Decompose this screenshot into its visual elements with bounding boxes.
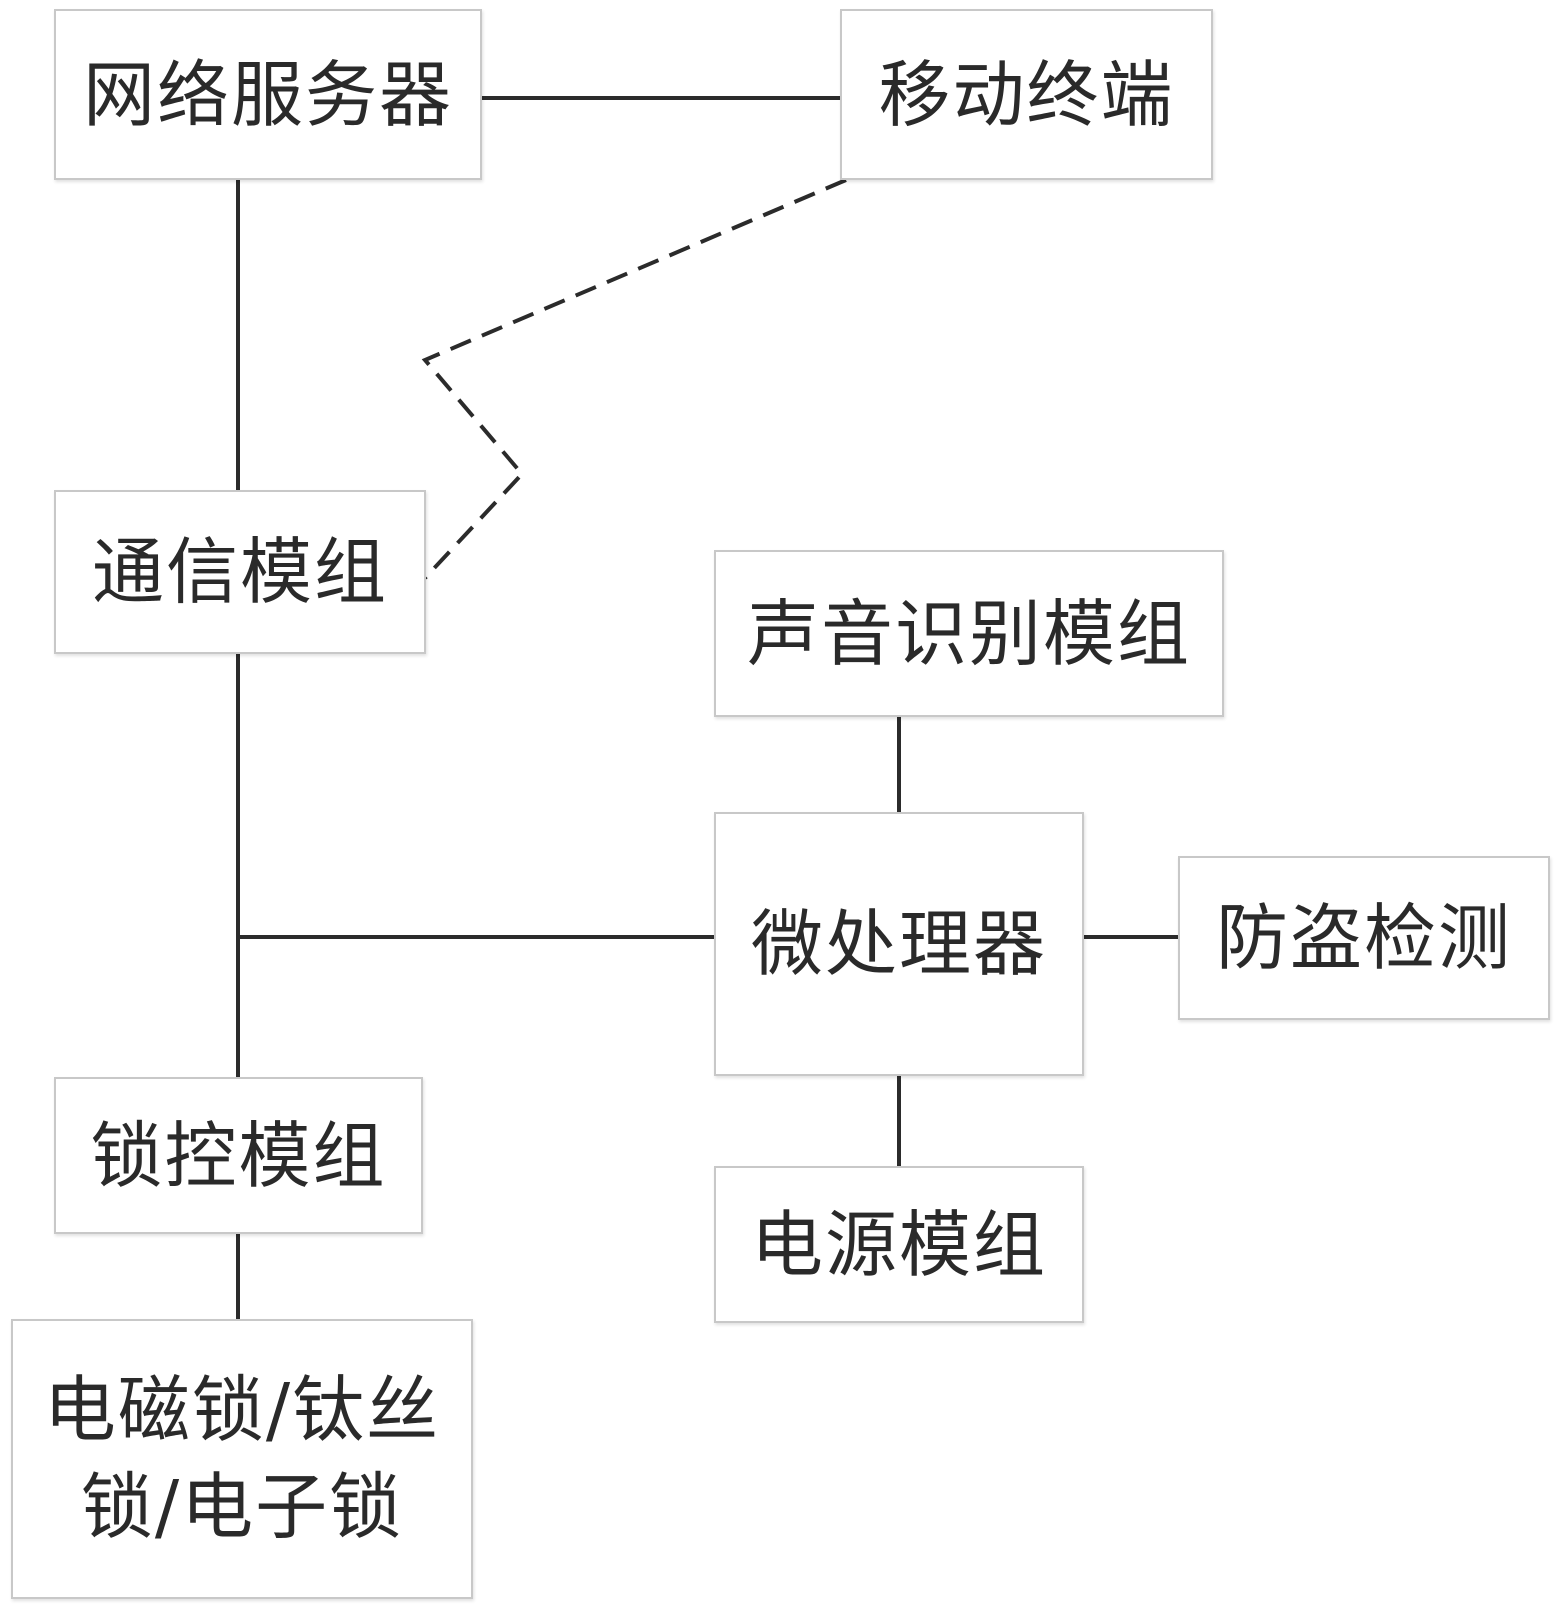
voice-recognition-module-label: 声音识别模组 [746,591,1191,676]
network-server-box: 网络服务器 [54,9,482,180]
lock-types-label-line2: 锁/电子锁 [80,1465,404,1549]
lock-types-text: 电磁锁/钛丝 锁/电子锁 [44,1362,440,1556]
comm-module-box: 通信模组 [54,490,426,654]
comm-module-label: 通信模组 [91,530,388,614]
lock-control-module-label: 锁控模组 [90,1113,387,1198]
mobile-terminal-box: 移动终端 [840,9,1213,180]
microprocessor-box: 微处理器 [714,812,1084,1076]
antitheft-detection-label: 防盗检测 [1215,896,1512,980]
power-module-label: 电源模组 [750,1202,1047,1287]
power-module-box: 电源模组 [714,1166,1084,1323]
microprocessor-label: 微处理器 [750,902,1047,986]
lock-types-box: 电磁锁/钛丝 锁/电子锁 [11,1319,473,1599]
mobile-terminal-label: 移动终端 [878,52,1175,137]
antitheft-detection-box: 防盗检测 [1178,856,1550,1020]
voice-recognition-module-box: 声音识别模组 [714,550,1224,717]
lock-control-module-box: 锁控模组 [54,1077,423,1234]
connector-mobile-to-comm-wireless [421,178,847,580]
network-server-label: 网络服务器 [82,52,453,137]
lock-types-label-line1: 电磁锁/钛丝 [43,1367,441,1452]
